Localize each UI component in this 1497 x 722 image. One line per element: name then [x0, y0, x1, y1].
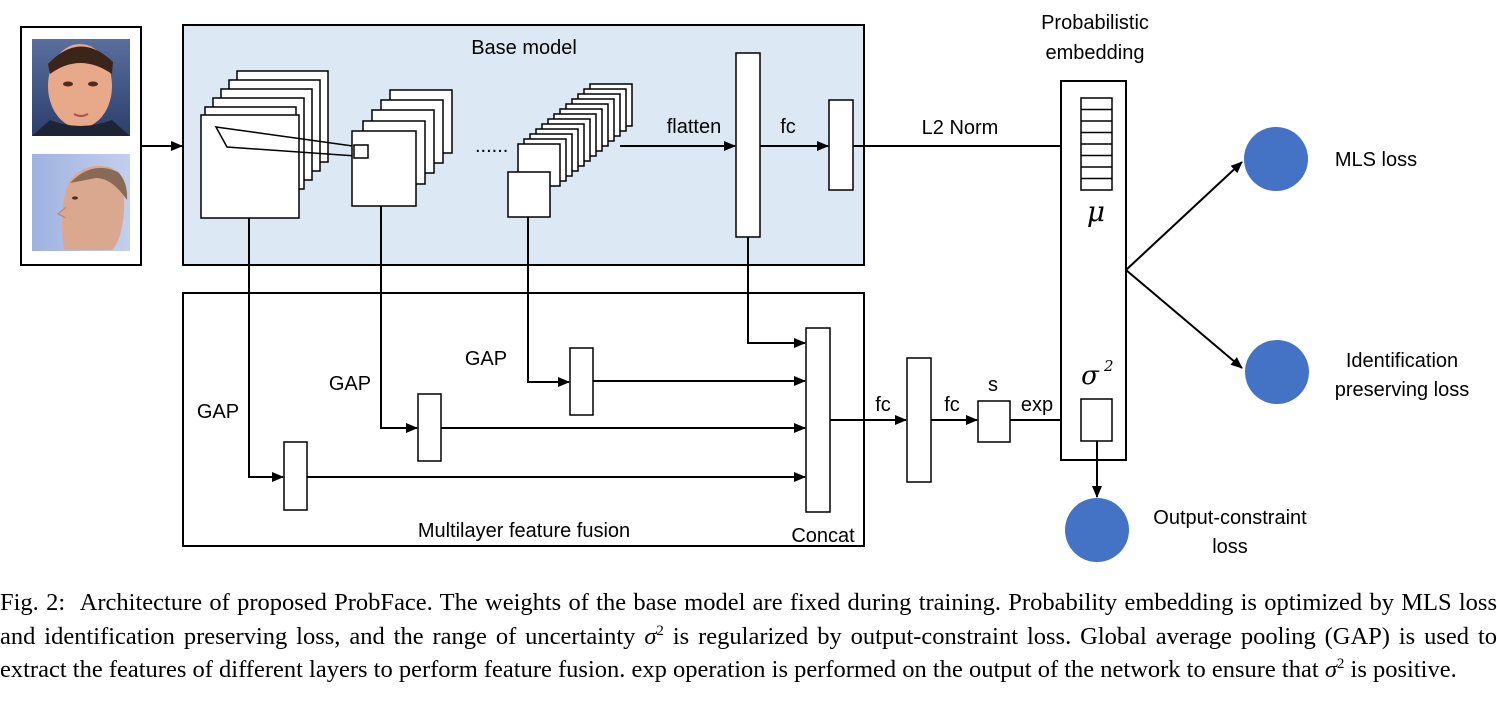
ellipsis-dots: ...... [475, 135, 508, 157]
mls-loss-node [1244, 127, 1308, 191]
gap-arrow-2 [380, 206, 418, 433]
fc-label-2: fc [944, 394, 960, 416]
sigma-vector [1080, 398, 1113, 442]
mls-loss-label: MLS loss [1335, 149, 1417, 171]
face-image-frontal [32, 39, 130, 136]
prob-embedding-label-line1: Probabilistic [1041, 12, 1149, 34]
caption-text-2: is regularized by output-constraint loss… [0, 622, 1497, 684]
exp-label: exp [1021, 394, 1053, 416]
identification-loss-label-line1: Identification [1346, 350, 1458, 372]
fc-layer-base [828, 99, 854, 191]
gap-vector-2 [417, 393, 442, 462]
fc-layer-uncertainty-1 [906, 357, 932, 483]
gap-vector-3 [569, 347, 594, 416]
output-constraint-label-line2: loss [1212, 536, 1248, 558]
gap-arrow-3 [527, 217, 570, 387]
face-image-profile [32, 154, 130, 251]
output-constraint-loss-node [1065, 498, 1129, 562]
identification-loss-label-line2: preserving loss [1335, 379, 1470, 401]
caption-text-3: operation is performed on the output of … [673, 656, 1319, 683]
caption-sigma-1: σ [644, 622, 657, 650]
caption-label: Fig. 2: [0, 589, 66, 616]
flatten-label: flatten [667, 116, 721, 138]
to-mls-loss-arrow [1125, 161, 1243, 271]
caption-sup-2: 2 [1336, 655, 1345, 672]
fc-label-base: fc [780, 116, 796, 138]
caption-sup-1: 2 [656, 622, 664, 639]
sigma-superscript: 2 [1103, 357, 1114, 375]
caption-exp: exp [631, 656, 667, 683]
caption-sigma-2: σ [1324, 656, 1337, 683]
gap-label-3: GAP [465, 348, 507, 370]
fusion-label: Multilayer feature fusion [418, 520, 630, 542]
output-constraint-label-line1: Output-constraint [1153, 507, 1307, 529]
concat-label: Concat [791, 525, 855, 547]
flatten-vector [735, 52, 761, 238]
kernel-window [353, 144, 369, 159]
sigma-symbol: σ [1081, 361, 1100, 391]
s-box [977, 400, 1011, 443]
to-identification-loss-arrow [1125, 269, 1243, 369]
figure-caption: Fig. 2: Architecture of proposed ProbFac… [0, 586, 1497, 722]
concat-vector [805, 327, 831, 513]
l2norm-label: L2 Norm [922, 117, 999, 139]
input-images [20, 26, 142, 266]
gap-label-1: GAP [197, 401, 239, 423]
gap-arrow-1 [248, 218, 284, 482]
caption-text-4: is positive. [1350, 656, 1457, 683]
mu-symbol: μ [1087, 195, 1105, 228]
fc-label-1: fc [875, 394, 891, 416]
mu-vector [1080, 97, 1113, 191]
identification-loss-node [1245, 340, 1309, 404]
gap-label-2: GAP [329, 373, 371, 395]
feature-map-stack-2 [351, 89, 453, 207]
architecture-diagram: Base model ...... [20, 12, 1470, 562]
flatten-to-concat-arrow [747, 237, 806, 348]
caption-text-1: Architecture of proposed ProbFace. The w… [0, 589, 1497, 650]
prob-embedding-label-line2: embedding [1046, 42, 1145, 64]
base-model-label: Base model [471, 37, 577, 59]
feature-map-stack-1 [200, 70, 329, 219]
feature-map-stack-3 [507, 83, 633, 218]
gap-vector-1 [283, 441, 308, 511]
s-label: s [988, 374, 998, 396]
